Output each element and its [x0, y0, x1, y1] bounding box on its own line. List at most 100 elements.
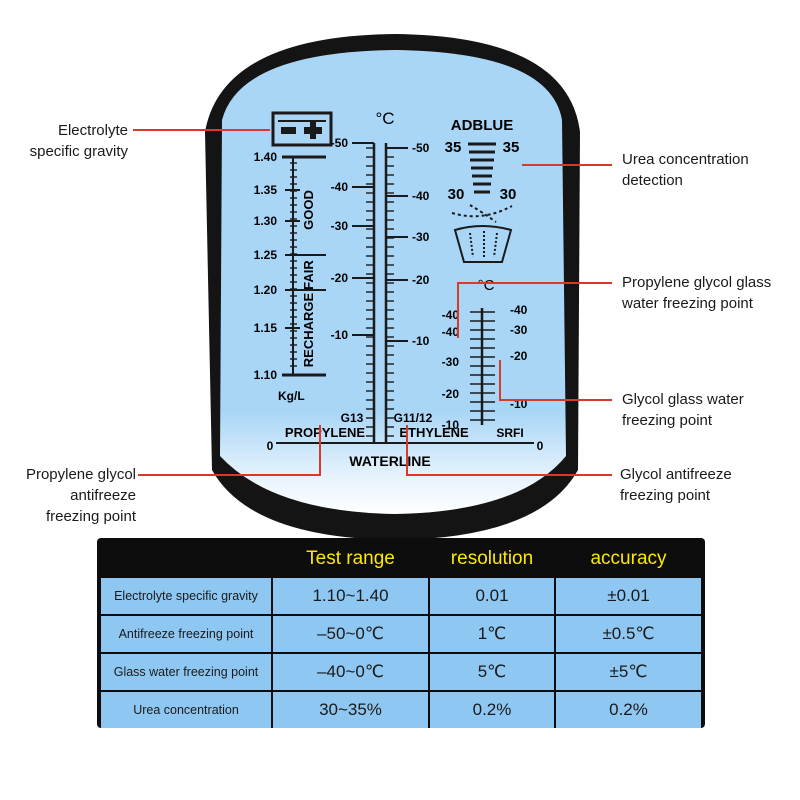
adblue-label: ADBLUE — [451, 117, 514, 134]
adblue-dashed-arc — [451, 205, 513, 218]
callout-electrolyte: Electrolyte specific gravity — [30, 120, 128, 162]
table-row: Electrolyte specific gravity 1.10~1.40 0… — [101, 578, 701, 614]
callout-lines — [133, 129, 612, 476]
adblue-scale-marks — [468, 142, 496, 194]
srfi-label: SRFI — [496, 426, 523, 440]
table-cell: 30~35% — [319, 700, 382, 719]
callout-propylene-antifreeze-line-3: freezing point — [45, 508, 136, 525]
adblue-30-left: 30 — [448, 186, 465, 203]
table-row: Urea concentration 30~35% 0.2% 0.2% — [101, 692, 701, 728]
callout-propylene-glass-line-1: Propylene glycol glass — [622, 274, 772, 291]
divider — [428, 692, 430, 728]
callout-glycol-antifreeze: Glycol antifreeze freezing point — [620, 464, 732, 506]
specific-gravity-scale: 1.401.351.301.251.201.151.10 — [254, 150, 326, 382]
table-cell: 1℃ — [477, 624, 507, 643]
divider — [271, 616, 273, 652]
table-cell: ±0.01 — [607, 586, 650, 605]
ethylene-tick-label: -20 — [412, 273, 430, 287]
spec-table: Test range resolution accuracy Electroly… — [97, 538, 705, 728]
adblue-30-right: 30 — [500, 186, 517, 203]
zero-left-label: 0 — [267, 439, 274, 453]
g1112-label: G11/12 — [394, 411, 433, 425]
table-cell: –40~0℃ — [317, 662, 384, 681]
divider — [428, 654, 430, 690]
freezing-point-scales: -50-40-30-20-10-50-40-30-20-10-40-40-30-… — [331, 136, 528, 443]
divider — [554, 616, 556, 652]
ethylene-tick-label: -40 — [412, 189, 430, 203]
table-cell: 1.10~1.40 — [312, 586, 389, 605]
ethylene-tick-label: -30 — [412, 230, 430, 244]
callout-glycol-glass-line-2: freezing point — [622, 412, 713, 429]
table-cell: 0.01 — [475, 586, 509, 605]
kgl-label: Kg/L — [278, 389, 305, 403]
table-cell: ±0.5℃ — [602, 624, 655, 643]
glycol-left-tick-label: -30 — [442, 355, 460, 369]
glycol-right-tick-label: -20 — [510, 349, 528, 363]
callout-electrolyte-line-2: specific gravity — [29, 143, 128, 160]
callout-propylene-antifreeze-line-2: antifreeze — [70, 487, 136, 504]
callout-propylene-glass-line-2: water freezing point — [622, 295, 753, 312]
ethylene-label: ETHYLENE — [399, 425, 469, 440]
divider — [428, 616, 430, 652]
callout-propylene-antifreeze: Propylene glycol antifreeze freezing poi… — [4, 464, 136, 527]
sg-tick-label: 1.15 — [254, 321, 278, 335]
divider — [554, 692, 556, 728]
lens-field — [220, 50, 566, 514]
header-resolution: resolution — [450, 548, 534, 569]
divider — [271, 692, 273, 728]
divider — [554, 654, 556, 690]
adblue-window-icon — [453, 225, 513, 263]
table-cell: Electrolyte specific gravity — [114, 589, 258, 603]
adblue-dashed-arc-2 — [469, 204, 497, 223]
callout-glycol-glass: Glycol glass water freezing point — [622, 389, 744, 431]
table-row: Glass water freezing point –40~0℃ 5℃ ±5℃ — [101, 654, 701, 690]
glycol-right-tick-label: -40 — [510, 303, 528, 317]
propylene-label: PROPYLENE — [285, 425, 366, 440]
table-cell: 0.2% — [472, 700, 512, 719]
divider — [554, 578, 556, 614]
table-cell: Urea concentration — [133, 703, 239, 717]
good-label: GOOD — [301, 190, 316, 230]
sg-tick-label: 1.35 — [254, 183, 278, 197]
header-accuracy: accuracy — [590, 548, 667, 569]
adblue-35-left: 35 — [445, 139, 462, 156]
table-row: Antifreeze freezing point –50~0℃ 1℃ ±0.5… — [101, 616, 701, 652]
propylene-tick-label: -40 — [331, 180, 349, 194]
glycol-left-tick-label: -20 — [442, 387, 460, 401]
callout-urea-line-2: detection — [622, 172, 683, 189]
ethylene-tick-label: -10 — [412, 334, 430, 348]
callout-urea: Urea concentration detection — [622, 149, 749, 191]
table-cell: 0.2% — [609, 700, 648, 719]
callout-glycol-antifreeze-line-2: freezing point — [620, 487, 711, 504]
battery-icon — [271, 111, 333, 147]
refractometer-scale-svg: 1.401.351.301.251.201.151.10 GOOD FAIR R… — [133, 34, 612, 540]
table-cell: Antifreeze freezing point — [118, 627, 254, 641]
divider — [428, 578, 430, 614]
propylene-tick-label: -30 — [331, 219, 349, 233]
divider — [271, 654, 273, 690]
celsius-top-label: °C — [375, 109, 394, 128]
adblue-35-right: 35 — [503, 139, 520, 156]
propylene-tick-label: -20 — [331, 271, 349, 285]
table-cell: ±5℃ — [609, 662, 648, 681]
recharge-label: RECHARGE — [301, 292, 316, 367]
glycol-left-top-label: -40 — [442, 308, 460, 322]
table-cell: –50~0℃ — [317, 624, 384, 643]
table-cell: Glass water freezing point — [113, 665, 259, 679]
ethylene-tick-label: -50 — [412, 141, 430, 155]
sg-tick-label: 1.25 — [254, 248, 278, 262]
zero-right-label: 0 — [537, 439, 544, 453]
celsius-small-label: °C — [478, 277, 495, 294]
sg-tick-label: 1.40 — [254, 150, 278, 164]
callout-glycol-antifreeze-line-1: Glycol antifreeze — [620, 466, 732, 483]
callout-glycol-glass-line-1: Glycol glass water — [622, 391, 744, 408]
callout-electrolyte-line-1: Electrolyte — [57, 122, 128, 139]
sg-tick-label: 1.20 — [254, 283, 278, 297]
callout-propylene-antifreeze-line-1: Propylene glycol — [25, 466, 136, 483]
table-cell: 5℃ — [477, 662, 507, 681]
glycol-left-tick-label: -10 — [442, 418, 460, 432]
propylene-tick-label: -10 — [331, 328, 349, 342]
sg-tick-label: 1.30 — [254, 214, 278, 228]
callout-urea-line-1: Urea concentration — [622, 151, 749, 168]
